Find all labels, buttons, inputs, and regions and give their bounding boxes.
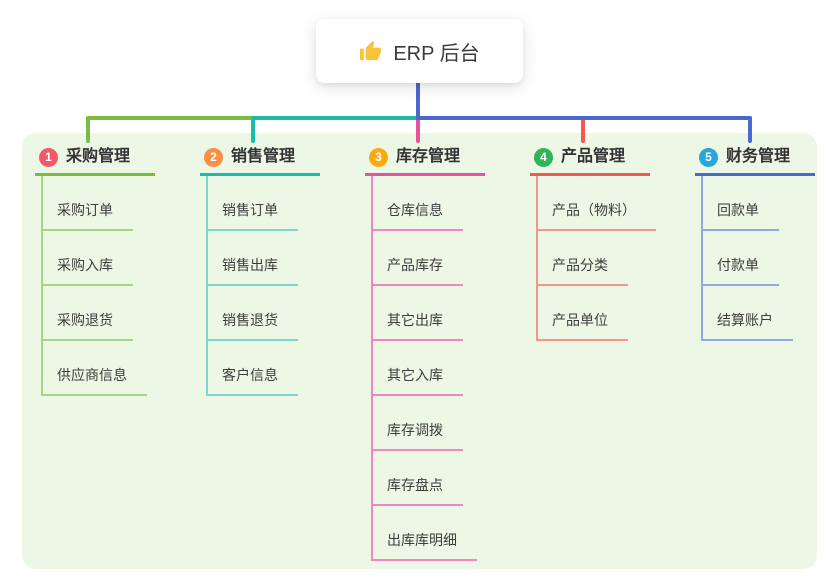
child-node[interactable]: 销售订单 <box>208 176 298 231</box>
branch-purchase: 1 采购管理 采购订单 采购入库 采购退货 供应商信息 <box>35 147 155 396</box>
child-node[interactable]: 采购入库 <box>43 231 133 286</box>
branch-finance: 5 财务管理 回款单 付款单 结算账户 <box>695 147 815 341</box>
child-node[interactable]: 产品分类 <box>538 231 628 286</box>
branch-title: 财务管理 <box>726 148 791 165</box>
child-node[interactable]: 回款单 <box>703 176 779 231</box>
root-node[interactable]: ERP 后台 <box>316 19 523 83</box>
connector-drop-purchase <box>86 116 90 143</box>
child-node[interactable]: 其它入库 <box>373 341 463 396</box>
branch-children: 仓库信息 产品库存 其它出库 其它入库 库存调拨 库存盘点 出库库明细 <box>371 176 485 561</box>
branch-node-sales[interactable]: 2 销售管理 <box>200 147 320 176</box>
connector-bus-blue <box>417 116 752 120</box>
branch-node-inventory[interactable]: 3 库存管理 <box>365 147 485 176</box>
child-node[interactable]: 其它出库 <box>373 286 463 341</box>
branch-children: 采购订单 采购入库 采购退货 供应商信息 <box>41 176 155 396</box>
child-node[interactable]: 结算账户 <box>703 286 793 341</box>
branch-title: 采购管理 <box>66 148 131 165</box>
child-node[interactable]: 供应商信息 <box>43 341 147 396</box>
branch-sales: 2 销售管理 销售订单 销售出库 销售退货 客户信息 <box>200 147 320 396</box>
child-node[interactable]: 产品单位 <box>538 286 628 341</box>
branch-children: 产品（物料） 产品分类 产品单位 <box>536 176 656 341</box>
branch-number-badge: 3 <box>369 147 388 167</box>
child-node[interactable]: 产品（物料） <box>538 176 656 231</box>
branch-title: 销售管理 <box>231 148 296 165</box>
branch-product: 4 产品管理 产品（物料） 产品分类 产品单位 <box>530 147 656 341</box>
child-node[interactable]: 库存调拨 <box>373 396 463 451</box>
connector-drop-product <box>581 116 585 143</box>
connector-drop-sales <box>251 116 255 143</box>
branch-number-badge: 1 <box>39 147 58 167</box>
connector-bus-teal <box>251 116 419 120</box>
branches-panel <box>22 133 817 569</box>
child-node[interactable]: 客户信息 <box>208 341 298 396</box>
connector-drop-finance <box>748 116 752 143</box>
child-node[interactable]: 出库库明细 <box>373 506 477 561</box>
branch-number-badge: 4 <box>534 147 553 167</box>
branch-node-product[interactable]: 4 产品管理 <box>530 147 650 176</box>
connector-bus-green <box>86 116 255 120</box>
child-node[interactable]: 仓库信息 <box>373 176 463 231</box>
child-node[interactable]: 采购退货 <box>43 286 133 341</box>
child-node[interactable]: 库存盘点 <box>373 451 463 506</box>
connector-root-stem <box>416 83 420 120</box>
child-node[interactable]: 产品库存 <box>373 231 463 286</box>
branch-children: 回款单 付款单 结算账户 <box>701 176 815 341</box>
branch-children: 销售订单 销售出库 销售退货 客户信息 <box>206 176 320 396</box>
branch-title: 产品管理 <box>561 148 626 165</box>
branch-number-badge: 5 <box>699 147 718 167</box>
child-node[interactable]: 销售退货 <box>208 286 298 341</box>
branch-inventory: 3 库存管理 仓库信息 产品库存 其它出库 其它入库 库存调拨 库存盘点 出库库… <box>365 147 485 561</box>
thumbs-up-icon <box>359 40 382 63</box>
branch-node-finance[interactable]: 5 财务管理 <box>695 147 815 176</box>
branch-node-purchase[interactable]: 1 采购管理 <box>35 147 155 176</box>
child-node[interactable]: 采购订单 <box>43 176 133 231</box>
branch-title: 库存管理 <box>396 148 461 165</box>
child-node[interactable]: 付款单 <box>703 231 779 286</box>
root-label: ERP 后台 <box>393 42 480 65</box>
connector-drop-inventory <box>416 116 420 143</box>
branch-number-badge: 2 <box>204 147 223 167</box>
child-node[interactable]: 销售出库 <box>208 231 298 286</box>
